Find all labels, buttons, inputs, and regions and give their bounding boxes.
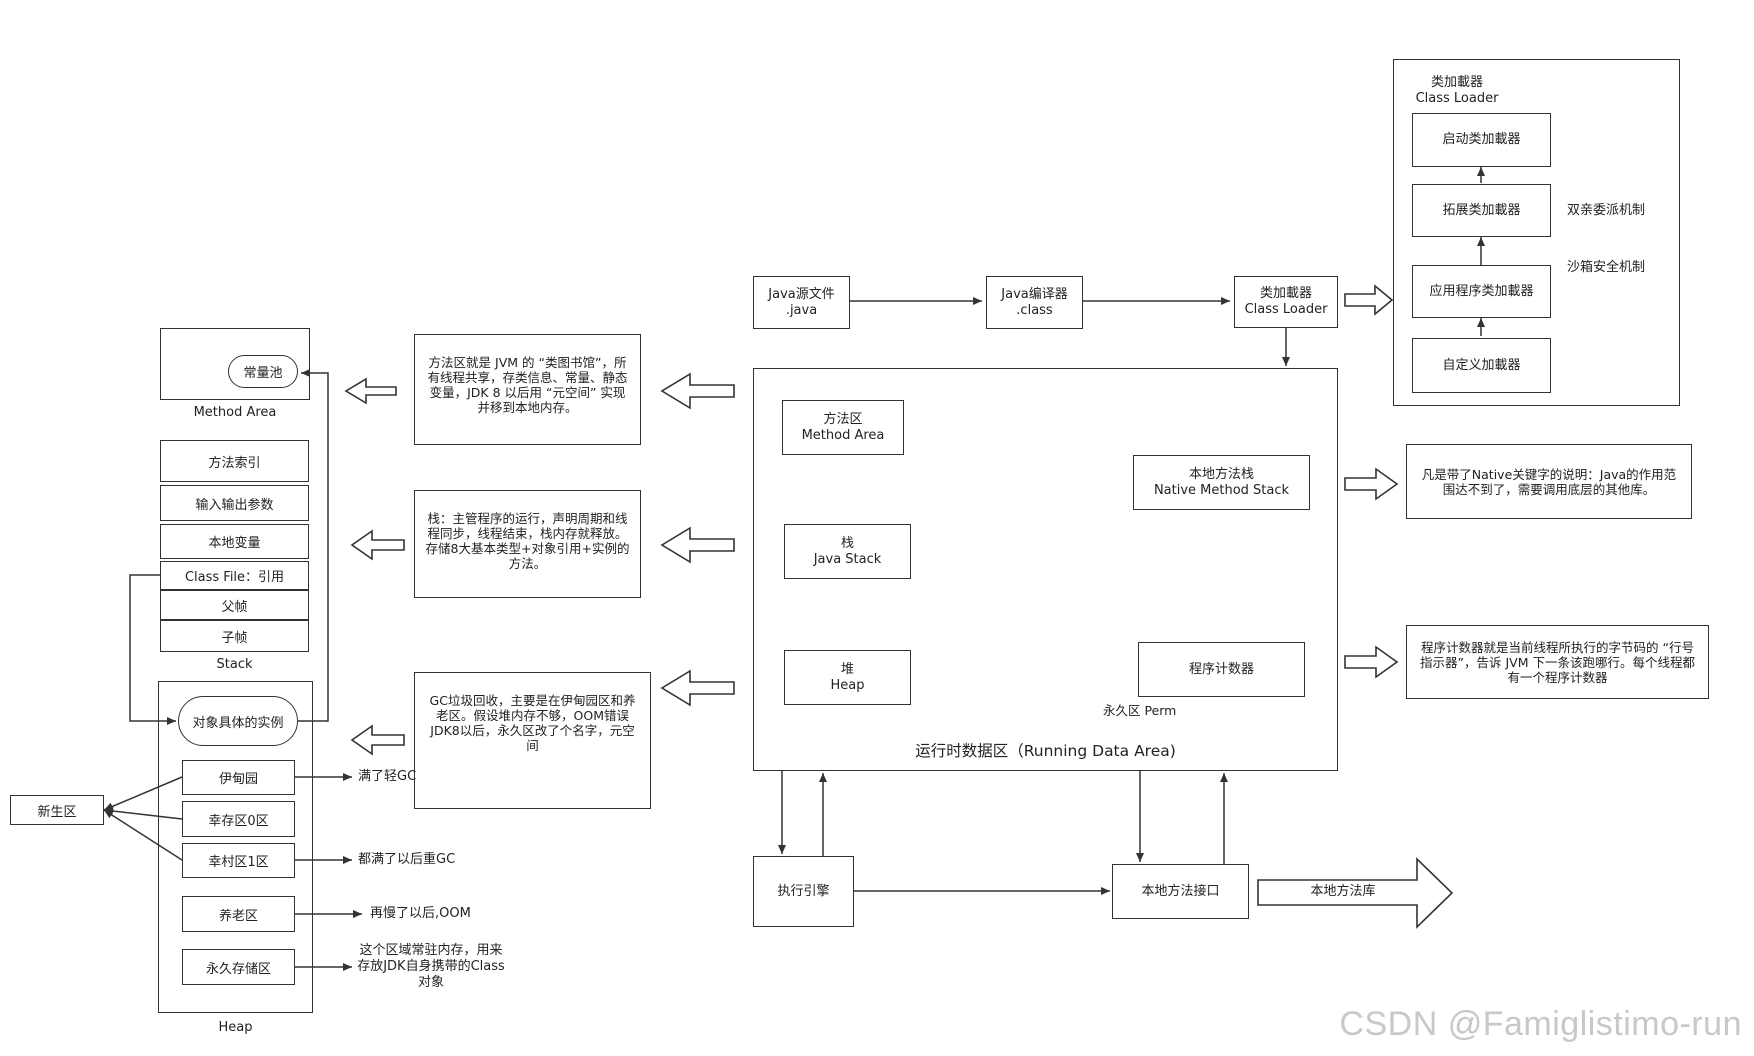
hollow-arrow-runtime-to-method-note	[660, 372, 735, 410]
stack-note: 栈：主管程序的运行，声明周期和线程同步，线程结束，栈内存就释放。存储8大基本类型…	[414, 490, 641, 598]
hollow-arrow-runtime-to-stack-note	[660, 526, 735, 564]
native-keyword-note: 凡是带了Native关键字的说明：Java的作用范围达不到了，需要调用底层的其他…	[1406, 444, 1692, 519]
heap-perm-gen: 永久存储区	[182, 949, 295, 985]
heap-survivor-1: 幸村区1区	[182, 843, 295, 878]
application-loader-box: 应用程序类加載器	[1412, 265, 1551, 318]
object-instance: 对象具体的实例	[178, 696, 298, 746]
old-gen-note: 再慢了以后,OOM	[370, 906, 471, 921]
native-method-library-label: 本地方法库	[1310, 884, 1376, 899]
stack-label: Stack	[216, 657, 253, 672]
bootstrap-loader-box: 启动类加載器	[1412, 113, 1551, 167]
class-loader-panel	[1393, 59, 1680, 406]
java-source-file-box: Java源文件 .java	[753, 276, 850, 329]
hollow-arrow-runtime-to-heap-note	[660, 669, 735, 707]
constant-pool: 常量池	[228, 355, 298, 388]
runtime-data-area	[753, 368, 1338, 771]
survivor-note: 都满了以后重GC	[358, 852, 456, 867]
pc-register-box: 程序计数器	[1138, 642, 1305, 697]
arrow-s0-to-young	[103, 807, 183, 820]
hollow-arrow-stack-note-to-left	[350, 529, 405, 561]
native-method-stack-box: 本地方法栈 Native Method Stack	[1133, 455, 1310, 510]
method-area-label: Method Area	[193, 405, 277, 420]
hollow-arrow-loader-to-panel	[1344, 284, 1394, 316]
class-loader-box: 类加載器 Class Loader	[1234, 276, 1338, 328]
hollow-arrow-native-stack-note	[1344, 467, 1399, 501]
parent-delegation-label: 双亲委派机制	[1567, 203, 1646, 218]
arrow-classfile-to-instance	[129, 574, 176, 725]
stack-frame-local-vars: 本地变量	[160, 524, 309, 559]
sandbox-security-label: 沙箱安全机制	[1567, 260, 1646, 275]
stack-frame-child: 子帧	[160, 620, 309, 652]
java-stack-box: 栈 Java Stack	[784, 524, 911, 579]
stack-frame-params: 输入输出参数	[160, 485, 309, 521]
heap-old-gen: 养老区	[182, 896, 295, 932]
method-area-box: 方法区 Method Area	[782, 400, 904, 455]
custom-loader-box: 自定义加載器	[1412, 338, 1551, 393]
class-loader-panel-title: 类加載器 Class Loader	[1415, 75, 1499, 106]
heap-label: Heap	[218, 1020, 253, 1035]
method-area-detail	[160, 328, 310, 400]
watermark: CSDN @Famiglistimo-run	[1339, 1005, 1742, 1043]
arrow-eden-to-young	[103, 776, 183, 811]
method-area-note: 方法区就是 JVM 的 “类图书馆”，所有线程共享，存类信息、常量、静态变量，J…	[414, 334, 641, 445]
hollow-arrow-pc-note	[1344, 645, 1399, 679]
runtime-data-area-title: 运行时数据区（Running Data Area)	[915, 742, 1176, 760]
arrow-s1-to-young	[103, 809, 183, 861]
perm-label: 永久区 Perm	[1103, 703, 1177, 718]
java-compiler-box: Java编译器 .class	[986, 276, 1083, 329]
hollow-arrow-heap-note-to-left	[350, 724, 405, 756]
heap-note: GC垃圾回收，主要是在伊甸园区和养老区。假设堆内存不够，OOM错误JDK8以后，…	[414, 672, 651, 809]
heap-detail	[158, 681, 313, 1013]
heap-survivor-0: 幸存区0区	[182, 801, 295, 837]
eden-note: 满了轻GC	[358, 769, 417, 784]
young-generation-box: 新生区	[10, 795, 104, 825]
pc-register-note: 程序计数器就是当前线程所执行的字节码的 “行号指示器”，告诉 JVM 下一条该跑…	[1406, 625, 1709, 699]
hollow-arrow-method-note-to-left	[344, 377, 397, 405]
stack-frame-parent: 父帧	[160, 590, 309, 620]
perm-gen-note: 这个区域常驻内存，用来存放JDK自身携带的Class对象	[357, 943, 505, 990]
extension-loader-box: 拓展类加載器	[1412, 184, 1551, 237]
native-method-interface-box: 本地方法接口	[1112, 864, 1249, 919]
stack-frame-class-file: Class File：引用	[160, 561, 309, 590]
native-library-arrow	[1257, 857, 1454, 929]
arrow-instance-to-constant-pool	[298, 369, 329, 722]
execution-engine-box: 执行引擎	[753, 856, 854, 927]
heap-box: 堆 Heap	[784, 650, 911, 705]
heap-eden: 伊甸园	[182, 760, 295, 795]
stack-frame-method-index: 方法索引	[160, 440, 309, 482]
